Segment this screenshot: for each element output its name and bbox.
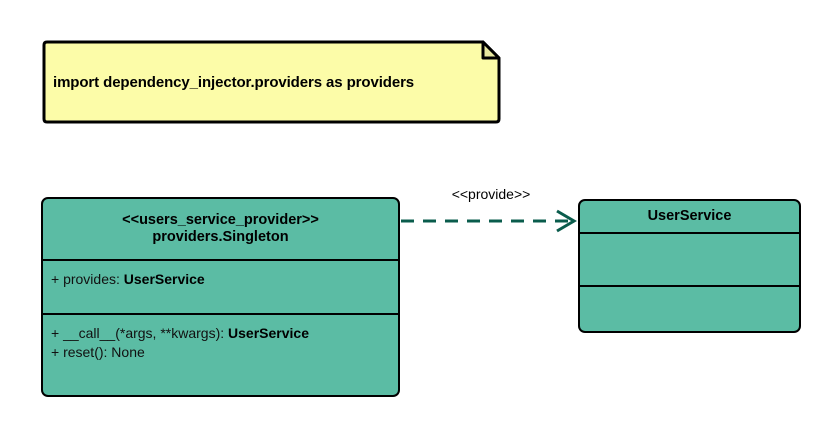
note-shape [42,40,501,124]
class-box-user-service[interactable]: UserService [578,199,801,333]
arrowhead-open [556,209,577,233]
note-import[interactable]: import dependency_injector.providers as … [41,39,502,125]
operation-type: UserService [228,325,309,341]
class-header-user-service: UserService [580,201,799,232]
operation-label: + __call__(*args, **kwargs): [51,325,229,341]
operation-row: + __call__(*args, **kwargs): UserService [51,324,390,343]
attribute-label: + provides: [51,271,124,287]
class-operations-provider: + __call__(*args, **kwargs): UserService… [43,313,398,395]
class-attributes-user-service [580,232,799,285]
note-text: import dependency_injector.providers as … [53,73,415,91]
class-stereotype-provider: <<users_service_provider>> [122,212,319,228]
class-header-provider: <<users_service_provider>> providers.Sin… [43,199,398,259]
dependency-arrow-provide[interactable] [396,182,586,233]
operation-label: + reset(): None [51,344,145,360]
class-name-user-service: UserService [647,208,732,224]
operation-row: + reset(): None [51,343,390,362]
class-operations-user-service [580,285,799,331]
class-name-provider: providers.Singleton [152,229,289,245]
class-box-users-service-provider[interactable]: <<users_service_provider>> providers.Sin… [41,197,400,397]
dependency-stereotype-label: <<provide>> [451,186,531,202]
attribute-row: + provides: UserService [51,270,390,289]
attribute-type: UserService [123,271,205,287]
class-attributes-provider: + provides: UserService [43,259,398,313]
